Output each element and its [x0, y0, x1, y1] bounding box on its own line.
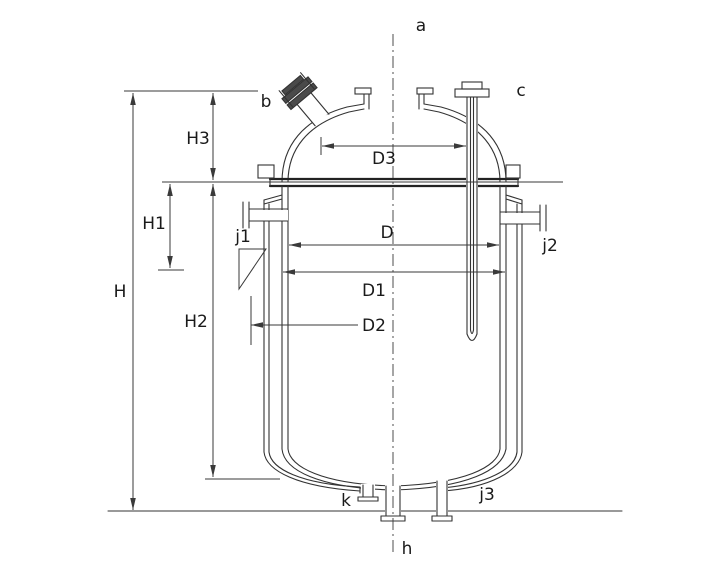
nozzle-k — [357, 484, 379, 502]
label-dim-D3: D3 — [372, 149, 396, 169]
jacket — [263, 194, 523, 494]
nozzle-b — [278, 72, 330, 127]
nozzle-c — [454, 81, 490, 344]
bottom-head-outer — [281, 448, 507, 491]
label-dim-H1: H1 — [142, 214, 166, 234]
label-nozzle-b: b — [261, 92, 272, 112]
nozzle-j3 — [431, 479, 453, 522]
label-dim-D: D — [380, 223, 393, 243]
nozzle-a-neck — [354, 87, 434, 110]
dome-inner-left — [287, 108, 365, 183]
label-dim-D2: D2 — [362, 316, 386, 336]
labels: a b c h j1 j2 j3 k H H1 H2 H3 D D1 D2 D3 — [114, 16, 558, 559]
label-nozzle-h: h — [402, 539, 413, 559]
label-nozzle-j1: j1 — [234, 227, 251, 247]
dome-outer-left — [281, 103, 365, 183]
label-nozzle-j2: j2 — [541, 236, 558, 256]
dome-outer-right — [423, 103, 507, 183]
label-dim-H3: H3 — [186, 129, 210, 149]
leader-triangle — [238, 248, 267, 291]
flange-lug-left — [257, 164, 275, 179]
label-dim-D1: D1 — [362, 281, 386, 301]
nozzle-j1 — [242, 201, 289, 229]
label-nozzle-c: c — [516, 81, 525, 101]
nozzle-j2 — [499, 204, 547, 232]
label-nozzle-j3: j3 — [478, 485, 495, 505]
label-dim-H: H — [114, 282, 127, 302]
label-nozzle-k: k — [341, 491, 351, 511]
label-nozzle-a: a — [416, 16, 426, 36]
dome-inner-right — [423, 108, 501, 183]
label-dim-H2: H2 — [184, 312, 208, 332]
flange-lug-right — [505, 164, 521, 179]
dimension-lines — [124, 34, 563, 556]
